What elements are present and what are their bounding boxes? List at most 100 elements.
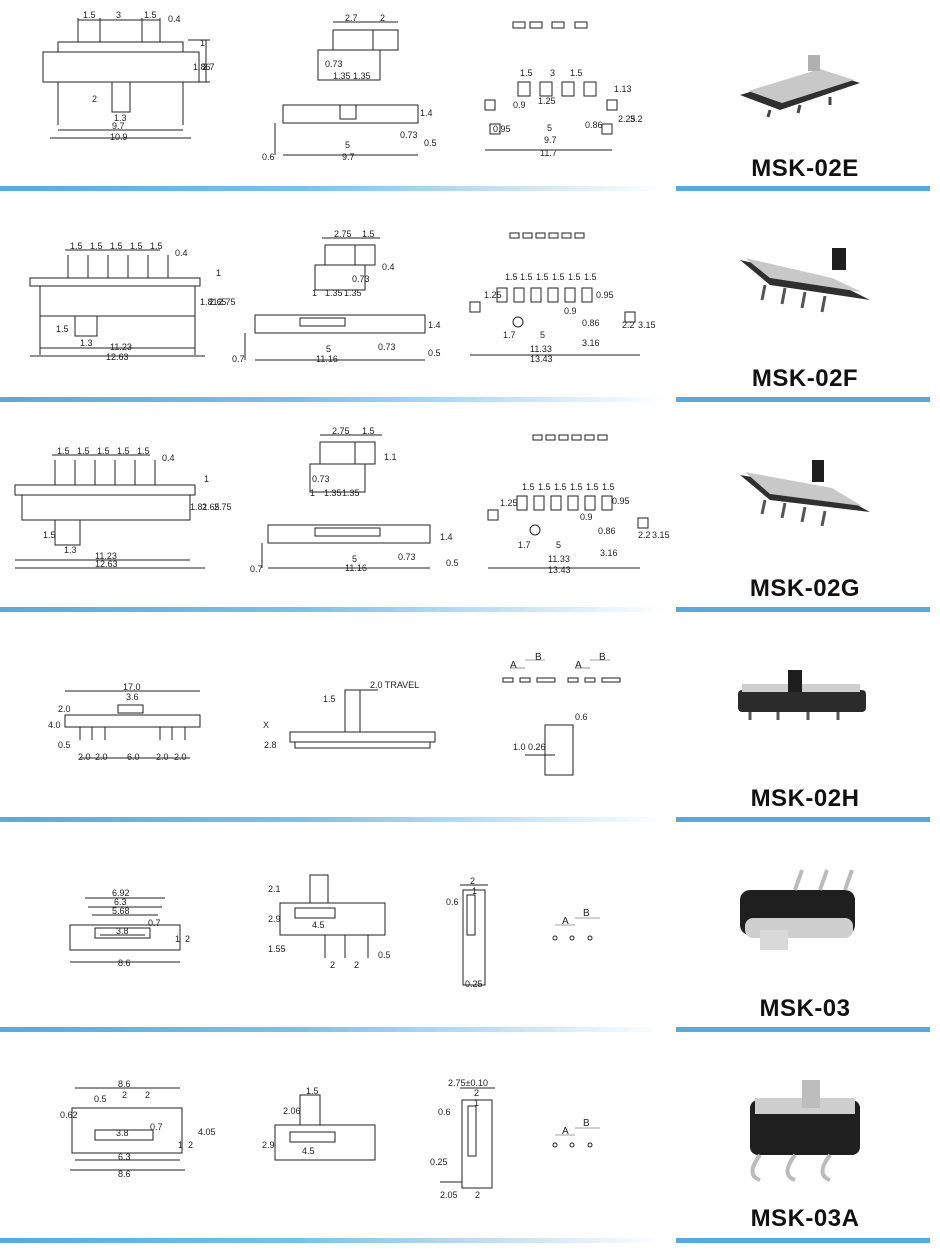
dim-text: 1.3 bbox=[80, 338, 93, 348]
dim-text: 1 bbox=[474, 1098, 479, 1108]
dim-text: 2 bbox=[354, 960, 359, 970]
row-msk-02g: 1.5 1.5 1.5 1.5 1.5 0.4 1 1.81 2.65 2.75… bbox=[0, 410, 940, 620]
dim-text: 0.25 bbox=[430, 1157, 448, 1167]
dim-text: 4.5 bbox=[302, 1146, 315, 1156]
dim-text: B bbox=[599, 652, 606, 663]
dim-text: 0.7 bbox=[232, 354, 245, 364]
dim-text: 0.9 bbox=[564, 306, 577, 316]
msk-02h-drawings: 17.0 3.6 2.0 4.0 0.5 2.0 2.0 6.0 2.0 2.0… bbox=[48, 652, 866, 776]
msk-03-photo bbox=[740, 869, 855, 950]
dim-text: 1.55 bbox=[268, 944, 286, 954]
dim-text: 9.7 bbox=[544, 135, 557, 145]
dim-text: 2.0 bbox=[174, 752, 187, 762]
dim-text: 1 bbox=[200, 38, 205, 48]
dim-text: 2.8 bbox=[264, 740, 277, 750]
msk-03-top-view: 6.92 6.3 5.68 0.7 3.8 1 2 8.6 bbox=[69, 888, 190, 968]
dim-text: 4.5 bbox=[312, 920, 325, 930]
dim-text: 1 bbox=[178, 1140, 183, 1150]
dim-text: 0.73 bbox=[378, 342, 396, 352]
dim-text: 12.63 bbox=[95, 559, 118, 569]
dim-text: 8.6 bbox=[118, 1079, 131, 1089]
dim-text: 1.13 bbox=[614, 84, 632, 94]
dim-text: 1.5 bbox=[150, 241, 163, 251]
dim-text: 0.5 bbox=[58, 740, 71, 750]
dim-text: 3.8 bbox=[116, 926, 129, 936]
msk-02g-photo bbox=[740, 460, 870, 527]
dim-text: A bbox=[510, 660, 517, 671]
msk-02e-top-view: 2.7 2 0.73 1.35 1.35 1.4 5 0.73 0.5 0.6 … bbox=[262, 13, 437, 162]
dim-text: 0.25 bbox=[465, 979, 483, 989]
dim-text: 1.25 bbox=[538, 96, 556, 106]
dim-text: 10.9 bbox=[110, 132, 128, 142]
dim-text: 1 bbox=[310, 488, 315, 498]
dim-text: 1.5 bbox=[554, 482, 567, 492]
dim-text: 0.86 bbox=[585, 120, 603, 130]
dim-text: 2.25 bbox=[618, 114, 636, 124]
dim-text: 1.35 bbox=[344, 288, 362, 298]
dim-text: 1.5 bbox=[362, 426, 375, 436]
msk-02e-drawings: 1.5 3 1.5 0.4 1 1.86 2.7 2 1.3 9.7 10.9 … bbox=[42, 10, 860, 162]
dim-text: 2.2 bbox=[622, 320, 635, 330]
dim-text: 0.9 bbox=[580, 512, 593, 522]
dim-text: 1.35 bbox=[325, 288, 343, 298]
dim-text: 1.5 bbox=[43, 530, 56, 540]
msk-03-drawings: 6.92 6.3 5.68 0.7 3.8 1 2 8.6 2.1 2.9 1.… bbox=[69, 869, 855, 989]
dim-text: A bbox=[562, 916, 569, 927]
msk-02h-schematic: A B A B 0.6 1.0 0.26 bbox=[502, 652, 621, 776]
msk-02g-top-view: 2.75 1.5 1.1 0.73 1 1.35 1.35 1.4 5 0.73… bbox=[250, 426, 459, 574]
msk-02h-side-view: 17.0 3.6 2.0 4.0 0.5 2.0 2.0 6.0 2.0 2.0 bbox=[48, 682, 201, 762]
msk-02f-drawings: 1.5 1.5 1.5 1.5 1.5 0.4 1 1.81 2.65 2.75… bbox=[29, 229, 870, 364]
dim-text: 9.7 bbox=[342, 152, 355, 162]
dim-text: 13.43 bbox=[548, 565, 571, 575]
dim-text: 0.4 bbox=[168, 14, 181, 24]
dim-text: 2 bbox=[92, 94, 97, 104]
dim-text: 1.5 bbox=[536, 272, 549, 282]
dim-text: 2 bbox=[474, 1088, 479, 1098]
dim-text: 2.0 bbox=[95, 752, 108, 762]
separator bbox=[0, 1027, 940, 1033]
msk-02g-footprint: 1.5 1.5 1.5 1.5 1.5 1.5 1.25 0.95 0.9 0.… bbox=[487, 434, 670, 575]
msk-02f-top-view: 2.75 1.5 0.4 0.73 1 1.35 1.35 1.4 5 0.73… bbox=[232, 229, 441, 364]
dim-text: 0.62 bbox=[60, 1110, 78, 1120]
dim-text: 2.75 bbox=[218, 297, 236, 307]
dim-text: 2.65 bbox=[209, 297, 227, 307]
msk-02e-photo bbox=[740, 55, 860, 118]
dim-text: 0.9 bbox=[513, 100, 526, 110]
dim-text: 1.5 bbox=[137, 446, 150, 456]
dim-text: 1.35 bbox=[353, 71, 371, 81]
msk-03-schematic: A B bbox=[552, 908, 600, 941]
dim-text: 0.73 bbox=[400, 130, 418, 140]
dim-text: 2.0 bbox=[58, 704, 71, 714]
dim-text: 2.9 bbox=[268, 914, 281, 924]
dim-text: 2.75±0.10 bbox=[448, 1078, 488, 1088]
dim-text: 2.7 bbox=[345, 13, 358, 23]
dim-text: 1.25 bbox=[484, 290, 502, 300]
msk-03a-top-view: 8.6 0.5 2 2 0.62 3.8 0.7 4.05 1 2 6.3 8.… bbox=[60, 1079, 216, 1179]
dim-text: 2 bbox=[188, 1140, 193, 1150]
dim-text: 0.86 bbox=[598, 526, 616, 536]
dim-text: 2.0 TRAVEL bbox=[370, 680, 419, 690]
dim-text: 0.73 bbox=[312, 474, 330, 484]
dim-text: 4.05 bbox=[198, 1127, 216, 1137]
msk-03-side-view: 2.1 2.9 1.55 4.5 2 2 0.5 bbox=[268, 874, 391, 970]
dim-text: 1.5 bbox=[130, 241, 143, 251]
dim-text: 1.5 bbox=[584, 272, 597, 282]
row-msk-02e: 1.5 3 1.5 0.4 1 1.86 2.7 2 1.3 9.7 10.9 … bbox=[0, 0, 940, 210]
separator bbox=[0, 397, 940, 403]
dim-text: 1.5 bbox=[323, 694, 336, 704]
dim-text: 1.5 bbox=[57, 446, 70, 456]
msk-02e-footprint: 1.5 3 1.5 0.9 1.25 1.13 0.95 5 0.86 9.7 … bbox=[484, 21, 643, 158]
dim-text: 6.92 bbox=[112, 888, 130, 898]
dim-text: 2 bbox=[330, 960, 335, 970]
dim-text: A bbox=[562, 1126, 569, 1137]
dim-text: 1 bbox=[175, 934, 180, 944]
dim-text: 3 bbox=[116, 10, 121, 20]
dim-text: 2.06 bbox=[283, 1106, 301, 1116]
dim-text: 2.7 bbox=[202, 62, 215, 72]
dim-text: 1.5 bbox=[83, 10, 96, 20]
dim-text: 0.4 bbox=[382, 262, 395, 272]
dim-text: B bbox=[583, 1118, 590, 1129]
dim-text: 6.3 bbox=[118, 1152, 131, 1162]
dim-text: 11.16 bbox=[345, 563, 367, 573]
dim-text: 1.81 bbox=[200, 297, 218, 307]
